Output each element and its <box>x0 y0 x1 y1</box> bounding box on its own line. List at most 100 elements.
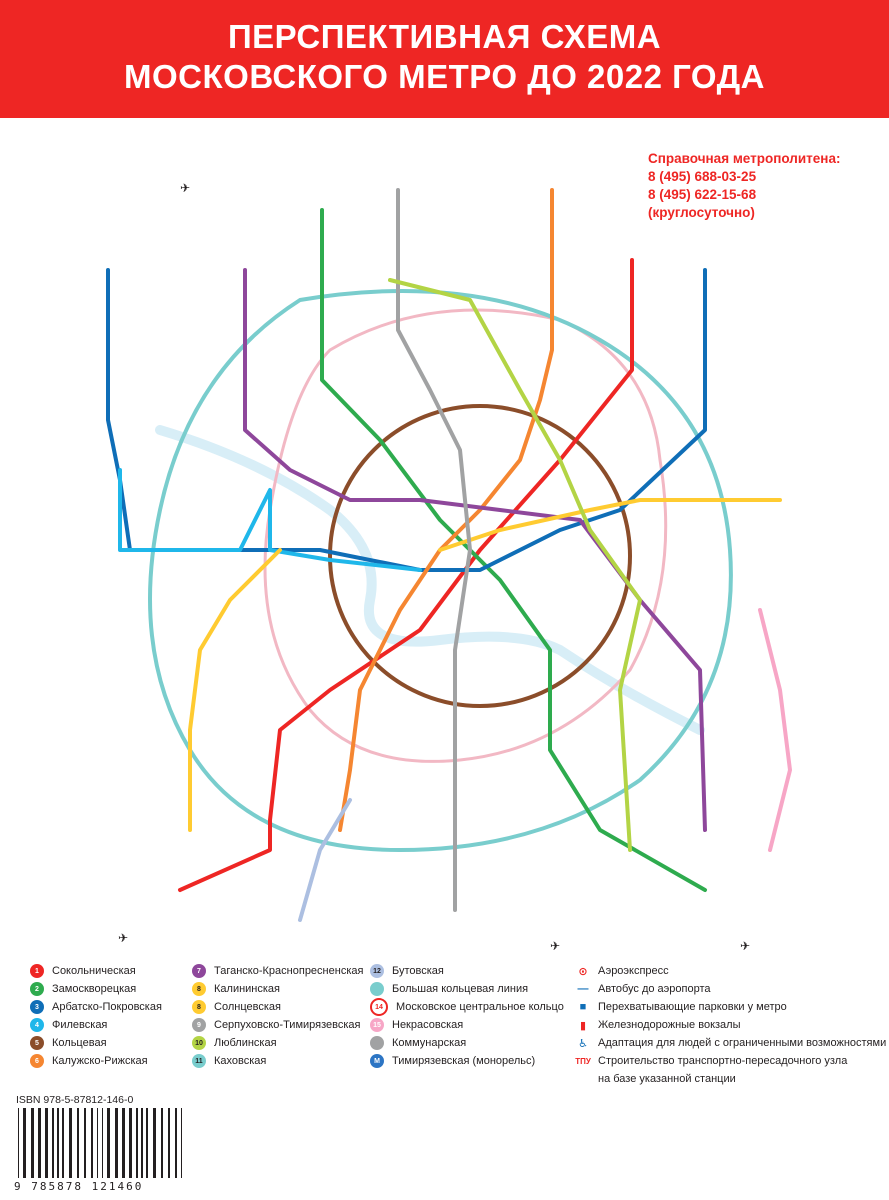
legend-line-label: Коммунарская <box>392 1037 467 1049</box>
circle-line-5 <box>328 404 632 708</box>
river <box>155 425 705 735</box>
barcode-bar <box>52 1108 54 1178</box>
airport-zhukovsky-icon: ✈ <box>740 939 750 953</box>
barcode-bar <box>45 1108 48 1178</box>
legend-symbol-item: ■ Перехватывающие парковки у метро <box>576 998 787 1016</box>
help-line-hours: (круглосуточно) <box>648 205 755 220</box>
legend-symbol-item: ♿ Адаптация для людей с ограниченными воз… <box>576 1034 886 1052</box>
barcode-bar <box>175 1108 177 1178</box>
legend-line-label: Бутовская <box>392 965 444 977</box>
barcode-bar <box>57 1108 59 1178</box>
railway-station-icon: ▮ <box>579 1019 587 1032</box>
legend-symbol-label: Адаптация для людей с ограниченными возм… <box>598 1037 887 1049</box>
legend-symbol-item: ТПУ Строительство транспортно-пересадочно… <box>575 1052 848 1070</box>
legend-line-item: 4 Филевская <box>30 1016 107 1034</box>
legend-symbol-item: ⊙Аэроэкспресс <box>576 962 668 980</box>
barcode-bar <box>146 1108 148 1178</box>
line-number-badge <box>370 1036 384 1050</box>
legend-symbol-label: на базе указанной станции <box>598 1073 736 1085</box>
barcode-bar <box>18 1108 19 1178</box>
line-number-badge <box>370 982 384 996</box>
barcode-bar <box>84 1108 86 1178</box>
legend-line-label: Сокольническая <box>52 965 136 977</box>
line-number-badge: 5 <box>30 1036 44 1050</box>
barcode-bar <box>62 1108 64 1178</box>
legend-symbol-item: ▮ Железнодорожные вокзалы <box>576 1016 741 1034</box>
barcode-bar <box>97 1108 98 1178</box>
line-number-badge: 8 <box>192 982 206 996</box>
line-number-badge: М <box>370 1054 384 1068</box>
legend-line-label: Калининская <box>214 983 281 995</box>
airport-bus-icon: — <box>577 983 589 995</box>
barcode-number: 9 785878 121460 <box>14 1180 144 1193</box>
line-number-badge: 10 <box>192 1036 206 1050</box>
header-banner: ПЕРСПЕКТИВНАЯ СХЕМА МОСКОВСКОГО МЕТРО ДО… <box>0 0 889 118</box>
legend-symbol-label: Железнодорожные вокзалы <box>598 1019 741 1031</box>
line-2-zamoskvoretskaya <box>320 208 707 892</box>
legend-symbol-label: Перехватывающие парковки у метро <box>598 1001 787 1013</box>
airport-sheremetyevo-icon: ✈ <box>180 181 190 195</box>
legend-line-item: 2 Замоскворецкая <box>30 980 136 998</box>
legend-line-item: 8 Калининская <box>192 980 280 998</box>
line-15-nekrasovskaya <box>758 608 792 852</box>
line-number-badge: 3 <box>30 1000 44 1014</box>
legend-line-item: 11 Каховская <box>192 1052 266 1070</box>
line-number-badge: 4 <box>30 1018 44 1032</box>
legend-line-label: Таганско-Краснопресненская <box>214 965 364 977</box>
legend-line-label: Московское центральное кольцо <box>396 1001 564 1013</box>
help-line-phone-2: 8 (495) 622-15-68 <box>648 187 757 202</box>
metro-map[interactable]: ✈ ✈ ✈ ✈ <box>0 130 889 960</box>
legend-line-label: Филевская <box>52 1019 108 1031</box>
line-3-arbatsko-pokrovskaya <box>106 268 707 572</box>
parking-icon: ■ <box>579 1001 587 1013</box>
line-number-badge: 1 <box>30 964 44 978</box>
legend-line-label: Каховская <box>214 1055 267 1067</box>
legend-line-label: Солнцевская <box>214 1001 281 1013</box>
help-line-heading: Справочная метрополитена: <box>648 151 841 166</box>
line-number-badge: 9 <box>192 1018 206 1032</box>
legend-symbol-label: Строительство транспортно-пересадочного … <box>598 1055 848 1067</box>
line-number-badge: 11 <box>192 1054 206 1068</box>
legend-line-item: 12 Бутовская <box>370 962 444 980</box>
line-number-badge: 12 <box>370 964 384 978</box>
barcode-bar <box>102 1108 103 1178</box>
barcode-bar <box>181 1108 182 1178</box>
line-4-filevskaya <box>118 468 422 572</box>
aeroexpress-icon: ⊙ <box>578 965 588 978</box>
line-number-badge: 2 <box>30 982 44 996</box>
legend-line-item: Коммунарская <box>370 1034 466 1052</box>
line-8-solntsevskaya <box>188 548 282 832</box>
legend-symbol-item: на базе указанной станции <box>576 1070 736 1088</box>
legend-line-label: Замоскворецкая <box>52 983 137 995</box>
barcode-bar <box>122 1108 125 1178</box>
legend-line-label: Калужско-Рижская <box>52 1055 148 1067</box>
legend-symbol-item: —Автобус до аэропорта <box>576 980 711 998</box>
barcode-bar <box>168 1108 170 1178</box>
barcode-bar <box>136 1108 138 1178</box>
airport-vnukovo-icon: ✈ <box>118 931 128 945</box>
page-title-line1: ПЕРСПЕКТИВНАЯ СХЕМА <box>227 18 662 55</box>
line-number-badge: 6 <box>30 1054 44 1068</box>
barcode-bar <box>69 1108 72 1178</box>
tpu-icon: ТПУ <box>575 1056 591 1066</box>
barcode-bar <box>107 1108 110 1178</box>
isbn: ISBN 978-5-87812-146-0 <box>16 1094 134 1106</box>
page-title-line2: МОСКОВСКОГО МЕТРО ДО 2022 ГОДА <box>124 58 765 95</box>
line-9-serpukhovsko-timiryazevskaya <box>396 188 472 912</box>
legend-line-item: М Тимирязевская (монорельс) <box>370 1052 535 1070</box>
legend-line-label: Некрасовская <box>392 1019 464 1031</box>
legend-line-label: Арбатско-Покровская <box>52 1001 162 1013</box>
line-8-kalininskaya <box>438 498 782 552</box>
barcode-bar <box>141 1108 143 1178</box>
accessibility-icon: ♿ <box>578 1037 588 1050</box>
legend-line-label: Тимирязевская (монорельс) <box>392 1055 536 1067</box>
line-number-badge: 15 <box>370 1018 384 1032</box>
barcode-bar <box>38 1108 41 1178</box>
legend-line-item: 3 Арбатско-Покровская <box>30 998 162 1016</box>
barcode-bar <box>153 1108 156 1178</box>
help-line-block: Справочная метрополитена: 8 (495) 688-03… <box>648 150 840 222</box>
